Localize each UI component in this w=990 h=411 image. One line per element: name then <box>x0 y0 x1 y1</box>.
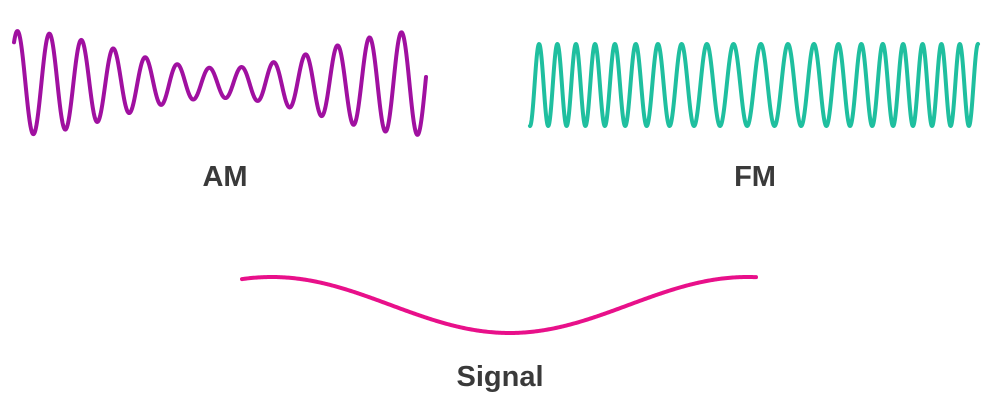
am-wave-line <box>12 29 428 137</box>
fm-waveform <box>528 42 980 128</box>
signal-label: Signal <box>456 361 544 393</box>
fm-wave-line <box>528 42 980 128</box>
signal-wave-line <box>240 275 758 335</box>
fm-label: FM <box>734 161 776 193</box>
am-waveform <box>12 29 428 137</box>
am-label: AM <box>202 161 248 193</box>
signal-waveform <box>240 275 758 335</box>
